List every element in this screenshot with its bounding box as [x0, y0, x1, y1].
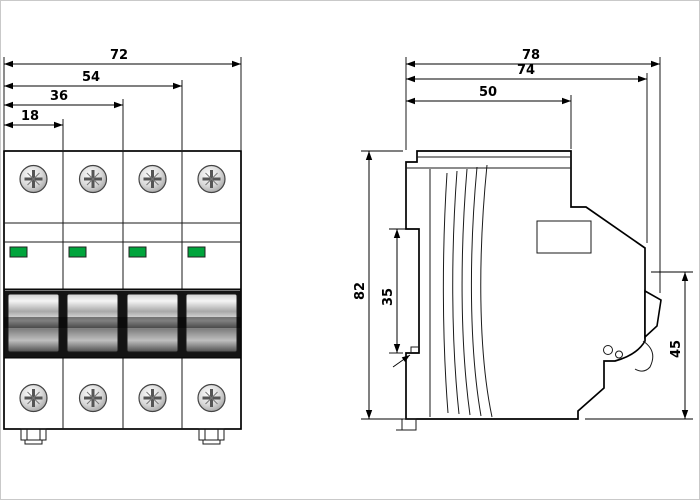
dim-82-label: 82	[353, 282, 368, 300]
terminal-screws-top	[19, 164, 226, 194]
dim-36-label: 36	[50, 89, 68, 104]
dim-78-label: 78	[522, 48, 540, 63]
housing-mold-lines	[442, 164, 493, 418]
side-label-recess	[536, 220, 592, 254]
side-view: 78 74 50 82 35	[353, 48, 693, 431]
clip-leader-arrow	[392, 354, 411, 368]
front-rivet	[603, 345, 613, 355]
toggle-handle	[126, 293, 179, 353]
dim-width-18: 18	[4, 109, 64, 150]
dim-74-label: 74	[517, 63, 535, 78]
din-clip-side	[396, 418, 417, 431]
dim-front-45: 45	[585, 271, 693, 420]
dim-50-label: 50	[479, 85, 497, 100]
dim-18-label: 18	[21, 109, 39, 124]
indicator-window-green	[187, 246, 206, 258]
dim-height-82: 82	[353, 150, 403, 420]
screw-icon	[78, 383, 108, 413]
toggle-lever-side	[644, 289, 662, 339]
dim-54-label: 54	[82, 70, 100, 85]
dim-width-72: 72	[3, 48, 242, 150]
toggle-tie-bar	[4, 317, 241, 328]
screw-icon	[138, 383, 167, 413]
dim-45-label: 45	[669, 340, 684, 358]
dim-depth-50: 50	[406, 85, 572, 149]
din-clip-front-left	[20, 428, 47, 445]
side-body-profile	[405, 150, 646, 420]
dim-depth-78: 78	[405, 48, 661, 293]
toggle-handle	[66, 293, 119, 353]
screw-icon	[19, 164, 48, 194]
dim-width-54: 54	[4, 70, 183, 150]
front-lug-contour	[634, 340, 654, 372]
status-indicators	[9, 246, 206, 258]
screw-icon	[138, 164, 167, 194]
dim-72-label: 72	[110, 48, 128, 63]
dim-35-label: 35	[381, 288, 396, 306]
toggle-band	[3, 288, 242, 359]
dim-recess-35: 35	[381, 228, 417, 368]
dim-depth-74: 74	[406, 63, 648, 243]
indicator-window-green	[128, 246, 147, 258]
toggle-handle	[7, 293, 60, 353]
terminal-screws-bottom	[19, 383, 226, 413]
toggle-handle	[185, 293, 238, 353]
din-rail-hook	[410, 346, 419, 353]
din-clip-front-right	[198, 428, 225, 445]
screw-icon	[197, 164, 226, 194]
dim-width-36: 36	[4, 89, 124, 150]
screw-icon	[78, 164, 108, 194]
indicator-window-green	[9, 246, 28, 258]
front-view: 72 54 36 18	[3, 48, 242, 445]
front-rivet	[615, 350, 623, 359]
screw-icon	[19, 383, 48, 413]
indicator-window-green	[68, 246, 87, 258]
screw-icon	[197, 383, 226, 413]
